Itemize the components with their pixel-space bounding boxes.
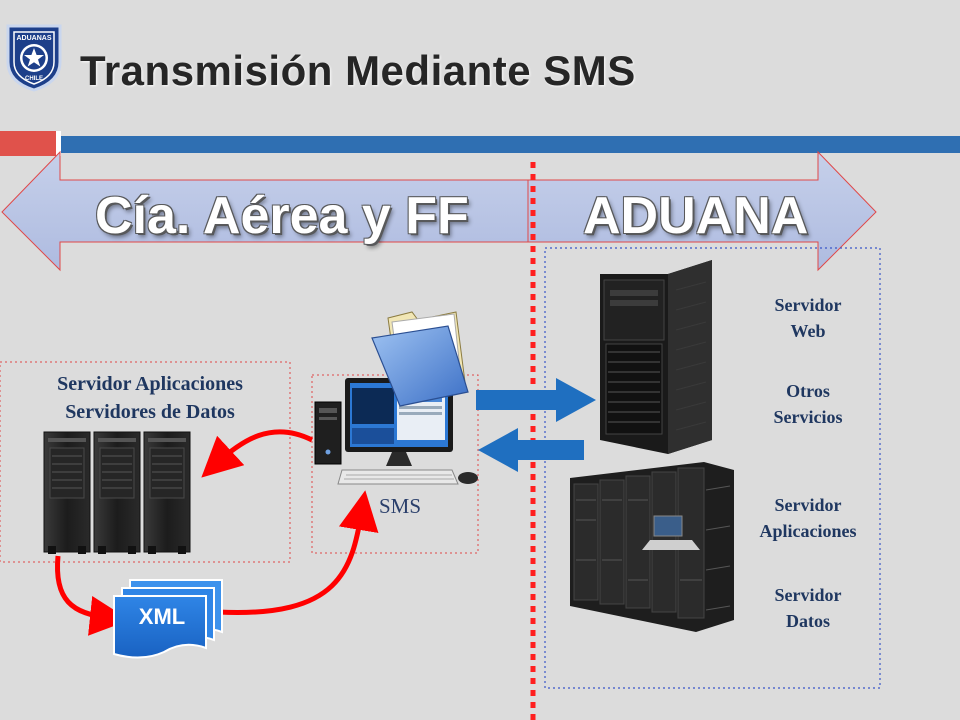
header-divider-blue (61, 136, 960, 153)
left-server-box (0, 361, 291, 563)
servidor-web-line2: Web (790, 321, 826, 341)
arrow-sms-to-servers (201, 429, 314, 478)
servidor-datos-line2: Datos (786, 611, 830, 631)
left-tower-servers-icon (43, 431, 191, 554)
left-box-line1: Servidor Aplicaciones (57, 373, 243, 395)
header-divider-red (0, 131, 56, 156)
sms-box (311, 374, 479, 554)
arrow-xml-to-sms (217, 490, 379, 616)
header-divider-gap (56, 131, 61, 156)
arrow-from-aduana (478, 428, 584, 472)
left-box-line2: Servidores de Datos (65, 401, 235, 423)
banner-right-label: ADUANA (583, 187, 809, 245)
servidor-web-line1: Servidor (774, 295, 842, 315)
folder-icon (371, 311, 469, 407)
otros-servicios-line1: Otros (786, 381, 830, 401)
otros-servicios-label: Otros Servicios (738, 378, 878, 430)
xml-document-icon (113, 579, 223, 659)
logo-text-bottom: CHILE (25, 76, 43, 82)
left-box-title: Servidor Aplicaciones Servidores de Dato… (0, 370, 300, 426)
servidor-datos-line1: Servidor (774, 585, 842, 605)
sms-label: SMS (378, 494, 422, 518)
arrow-servers-to-xml (54, 555, 130, 636)
otros-servicios-line2: Servicios (773, 407, 843, 427)
rack-servers-icon (570, 462, 734, 632)
servidor-aplicaciones-label: Servidor Aplicaciones (738, 492, 878, 544)
servidor-aplicaciones-line1: Servidor (774, 495, 842, 515)
servidor-web-label: Servidor Web (738, 292, 878, 344)
servidor-aplicaciones-line2: Aplicaciones (759, 521, 857, 541)
xml-label: XML (138, 604, 186, 629)
arrow-to-aduana (476, 378, 596, 422)
aduana-box (544, 247, 881, 689)
banner-left-label: Cía. Aérea y FF (95, 187, 469, 245)
double-arrow-banner (1, 150, 877, 272)
servidor-datos-label: Servidor Datos (738, 582, 878, 634)
aduanas-chile-logo: ADUANAS CHILE (6, 24, 62, 92)
logo-text-top: ADUANAS (17, 35, 52, 42)
page-title: Transmisión Mediante SMS (80, 47, 636, 94)
web-server-tower-icon (600, 260, 712, 454)
